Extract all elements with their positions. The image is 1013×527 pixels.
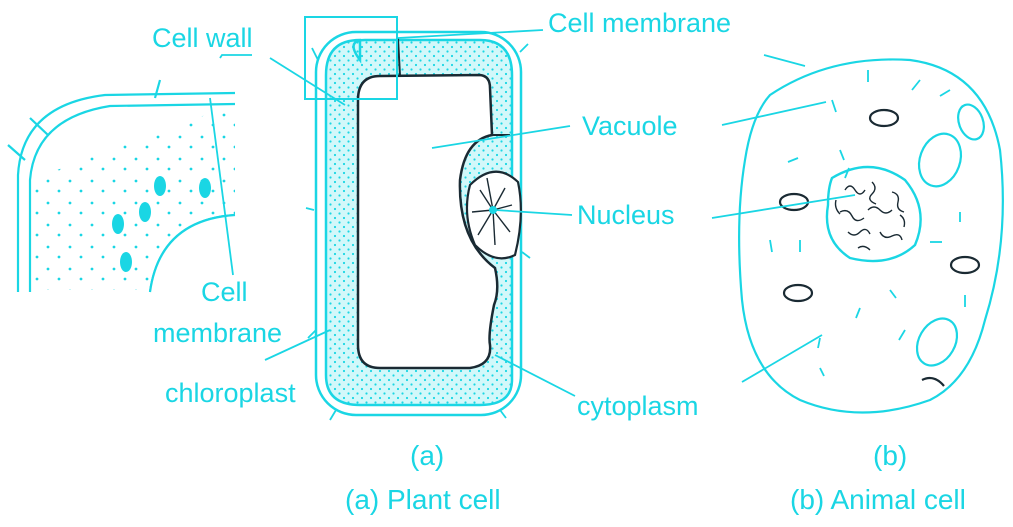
caption-animal-cell: (b) Animal cell xyxy=(790,486,966,514)
plant-cell xyxy=(305,17,530,420)
label-cell-membrane-line2: membrane xyxy=(153,320,282,347)
caption-b-short: (b) xyxy=(873,442,907,470)
caption-plant-cell: (a) Plant cell xyxy=(345,486,501,514)
label-cell-membrane-top: Cell membrane xyxy=(548,10,731,37)
label-cell-membrane-line1: Cell xyxy=(201,279,248,306)
label-cytoplasm: cytoplasm xyxy=(577,393,699,420)
caption-a-short: (a) xyxy=(410,442,444,470)
label-vacuole: Vacuole xyxy=(582,113,678,140)
label-nucleus: Nucleus xyxy=(577,202,675,229)
label-cell-wall: Cell wall xyxy=(152,25,253,52)
label-chloroplast: chloroplast xyxy=(165,380,296,407)
